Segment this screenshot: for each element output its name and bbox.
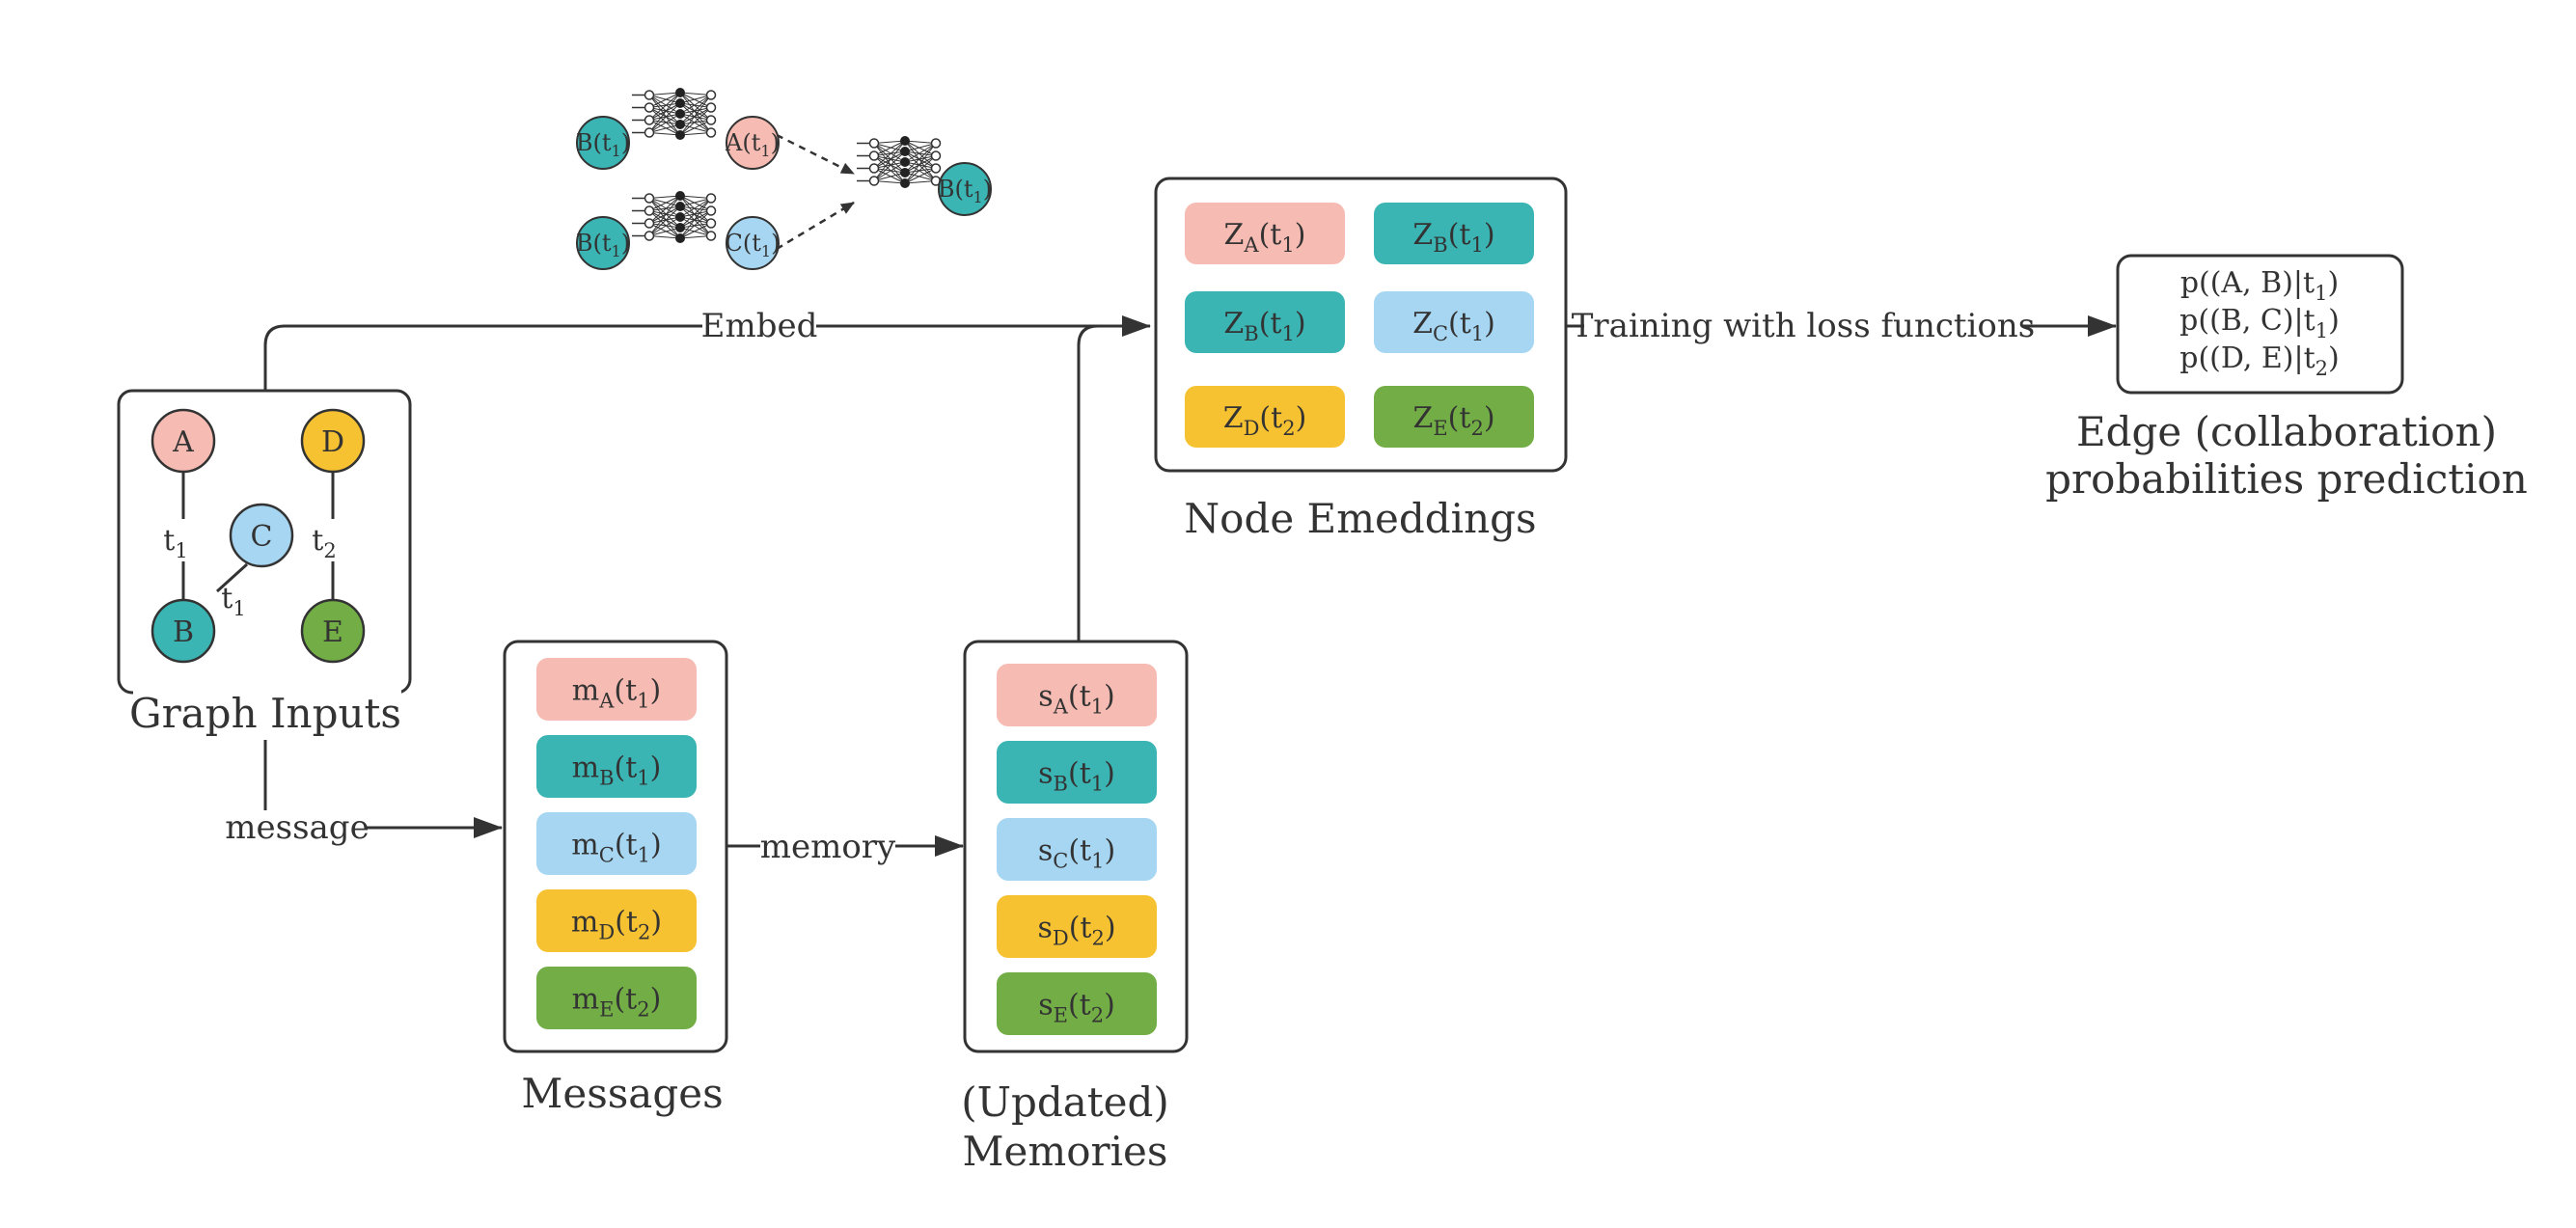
message-cell-label: mD(t2) bbox=[571, 906, 662, 944]
messages-panel: mA(t1) mB(t1) mC(t1) mD(t2) mE(t2) Messages bbox=[503, 640, 728, 1117]
predictions-caption-line1: Edge (collaboration) bbox=[2076, 408, 2497, 455]
embedding-cell: ZA(t1) bbox=[1185, 203, 1345, 264]
embedding-cell: ZD(t2) bbox=[1185, 386, 1345, 448]
graph-node-label: D bbox=[321, 425, 344, 459]
embedding-cell-label: ZB(t1) bbox=[1223, 307, 1305, 345]
embedding-cell: ZE(t2) bbox=[1374, 386, 1534, 448]
mlp-output-node: B(t1) bbox=[938, 162, 992, 216]
graph-node-c: C bbox=[229, 503, 294, 568]
mlp-node-label: A(t1) bbox=[725, 129, 780, 160]
mlp-network bbox=[632, 88, 717, 140]
message-cell-label: mE(t2) bbox=[572, 983, 662, 1022]
mlp-node-label: C(t1) bbox=[726, 230, 781, 260]
memory-cell: sE(t2) bbox=[997, 972, 1157, 1035]
mlp-node: B(t1) bbox=[576, 116, 630, 170]
mlp-illustration: B(t1) A(t1) B(t1) C(t1) B(t1) bbox=[576, 88, 992, 270]
message-cell: mD(t2) bbox=[536, 889, 697, 952]
graph-node-b: B bbox=[151, 598, 216, 664]
memory-cell-label: sD(t2) bbox=[1037, 912, 1115, 950]
message-cell-label: mB(t1) bbox=[572, 751, 662, 790]
memory-cell-label: sA(t1) bbox=[1038, 680, 1114, 719]
graph-node-a: A bbox=[151, 408, 216, 474]
mlp-network bbox=[632, 191, 717, 243]
memory-cell: sD(t2) bbox=[997, 895, 1157, 958]
predictions-caption-line2: probabilities prediction bbox=[2045, 455, 2528, 503]
messages-caption: Messages bbox=[521, 1070, 723, 1117]
prediction-line: p((D, E)|t2) bbox=[2179, 341, 2340, 380]
edge-label-cb: t1 bbox=[221, 582, 245, 620]
message-cell-label: mC(t1) bbox=[571, 829, 661, 867]
memory-cell: sB(t1) bbox=[997, 741, 1157, 804]
mlp-dashed-arrow-bottom bbox=[776, 201, 855, 251]
memory-cell-label: sC(t1) bbox=[1038, 834, 1115, 873]
memories-caption-line1: (Updated) bbox=[961, 1078, 1169, 1126]
embed-connector bbox=[263, 315, 1151, 396]
memory-label: memory bbox=[760, 828, 896, 866]
message-cell: mE(t2) bbox=[536, 967, 697, 1029]
embedding-cell-label: ZE(t2) bbox=[1412, 401, 1494, 440]
mlp-dashed-arrow-top bbox=[776, 133, 855, 176]
graph-node-d: D bbox=[300, 408, 366, 474]
message-cell: mA(t1) bbox=[536, 658, 697, 721]
embedding-cell-label: ZC(t1) bbox=[1412, 307, 1495, 345]
graph-node-label: E bbox=[322, 615, 343, 649]
embed-label: Embed bbox=[701, 307, 818, 345]
graph-node-label: A bbox=[172, 425, 194, 459]
message-label: message bbox=[225, 808, 369, 847]
embedding-cell: ZB(t1) bbox=[1374, 203, 1534, 264]
embedding-cell: ZC(t1) bbox=[1374, 291, 1534, 353]
mlp-node: A(t1) bbox=[725, 116, 780, 170]
message-cell: mB(t1) bbox=[536, 735, 697, 798]
graph-inputs-caption: Graph Inputs bbox=[129, 690, 401, 737]
prediction-line: p((B, C)|t1) bbox=[2179, 304, 2340, 342]
mlp-node-label: B(t1) bbox=[576, 230, 630, 260]
memories-caption-line2: Memories bbox=[963, 1128, 1168, 1175]
embedding-cell-label: ZB(t1) bbox=[1412, 218, 1494, 257]
mlp-node: C(t1) bbox=[726, 216, 781, 270]
embedding-cell-label: ZA(t1) bbox=[1224, 218, 1306, 257]
memory-cell: sA(t1) bbox=[997, 664, 1157, 726]
memory-cell: sC(t1) bbox=[997, 818, 1157, 881]
edge-label-de: t2 bbox=[312, 524, 336, 562]
graph-node-label: B bbox=[173, 615, 194, 649]
mlp-output-node-label: B(t1) bbox=[938, 176, 992, 206]
memories-panel: sA(t1) sB(t1) sC(t1) sD(t2) sE(t2) (Updated)… bbox=[961, 640, 1189, 1175]
mlp-node-label: B(t1) bbox=[576, 129, 630, 160]
message-cell: mC(t1) bbox=[536, 812, 697, 875]
message-cell-label: mA(t1) bbox=[572, 674, 661, 713]
embedding-cell-label: ZD(t2) bbox=[1223, 401, 1307, 440]
graph-inputs-panel: t1 t2 t1 A B C D E Graph Inputs bbox=[117, 389, 412, 740]
graph-node-label: C bbox=[251, 520, 273, 554]
training-label: Training with loss functions bbox=[1572, 307, 2035, 345]
mlp-node: B(t1) bbox=[576, 216, 630, 270]
graph-node-e: E bbox=[300, 598, 366, 664]
prediction-line: p((A, B)|t1) bbox=[2180, 266, 2339, 305]
memory-to-embedding-connector bbox=[1077, 324, 1150, 641]
memory-cell-label: sB(t1) bbox=[1038, 757, 1115, 796]
memory-cell-label: sE(t2) bbox=[1038, 989, 1115, 1027]
predictions-panel: p((A, B)|t1)p((B, C)|t1)p((D, E)|t2) Edg… bbox=[2045, 254, 2528, 503]
edge-label-ab: t1 bbox=[163, 524, 187, 562]
connectors: Embed message memory Training with loss … bbox=[225, 307, 2117, 866]
embeddings-caption: Node Emeddings bbox=[1184, 495, 1536, 542]
embeddings-panel: ZA(t1) ZB(t1) ZB(t1) ZC(t1) ZD(t2) ZE(t2) Nod… bbox=[1154, 177, 1568, 542]
embedding-cell: ZB(t1) bbox=[1185, 291, 1345, 353]
mlp-network bbox=[857, 136, 942, 188]
